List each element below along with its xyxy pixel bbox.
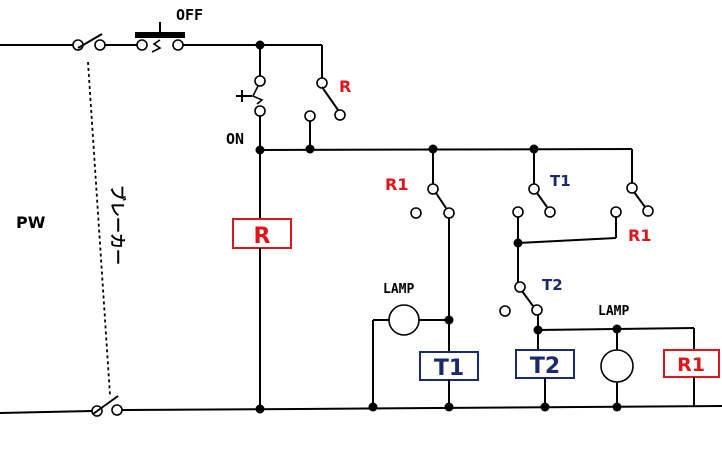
t1-contact-label: T1 — [550, 172, 571, 190]
lamp-left — [372, 304, 449, 407]
timer-t2-text: T2 — [530, 354, 560, 379]
breaker-top-contact — [72, 33, 106, 51]
timer-t1: T1 — [419, 351, 479, 381]
off-label: OFF — [176, 6, 203, 24]
t2-contact — [499, 281, 543, 352]
pw-label: PW — [16, 213, 46, 232]
relay-r-text: R — [254, 224, 271, 249]
breaker-link-dashed — [87, 61, 111, 396]
breaker-label: ブレーカー — [108, 185, 127, 265]
lamp-left-label: LAMP — [383, 282, 414, 297]
timer-t1-text: T1 — [434, 356, 464, 381]
t1-contact — [512, 149, 556, 283]
on-pushbutton — [236, 45, 266, 150]
relay-r-coil: R — [232, 218, 292, 249]
breaker-bottom-contact — [91, 395, 123, 417]
relay-r1: R1 — [663, 349, 720, 378]
t2-contact-label: T2 — [542, 276, 563, 294]
r1-contact-right — [517, 182, 654, 244]
lamp-right-label: LAMP — [598, 304, 629, 319]
control-bus — [259, 148, 633, 151]
lamp-right — [600, 349, 634, 383]
off-pushbutton — [135, 22, 185, 53]
r1-right-label: R1 — [628, 226, 651, 245]
r1-left-label: R1 — [385, 175, 408, 194]
relay-r1-text: R1 — [677, 354, 705, 376]
r-contact-label: R — [339, 77, 351, 96]
r1-contact-left — [410, 149, 455, 320]
on-label: ON — [226, 130, 244, 148]
r-holding-contact — [304, 45, 346, 149]
timer-t2: T2 — [515, 349, 575, 379]
